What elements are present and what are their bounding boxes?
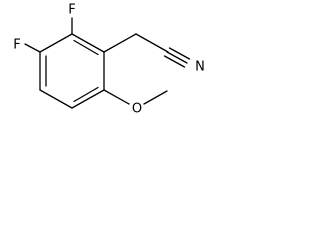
nitrile-bond-3 (163, 55, 186, 68)
ring-double-bond-c1-c2 (73, 39, 99, 56)
bond-c6-f-left (24, 43, 41, 53)
bond-o-ch3 (143, 90, 168, 105)
ring-double-bond-c3-c4 (73, 86, 99, 103)
structure-canvas: F F N O (0, 0, 224, 138)
bond-ch2-cn-carbon (135, 33, 169, 53)
atom-label-nitrogen: N (195, 60, 205, 75)
atom-label-f-left: F (13, 38, 20, 53)
ring-bond-c1-c2 (71, 33, 105, 53)
atom-label-f-top: F (68, 3, 75, 18)
benzene-ring (39, 33, 105, 109)
atom-label-oxygen: O (132, 102, 142, 117)
molecule-diagram: F F N O (13, 3, 205, 117)
nitrile-bond-1 (166, 51, 188, 64)
nitrile-bond-2 (168, 47, 191, 60)
ring-bond-c6-c1 (39, 33, 73, 53)
bond-c2-ch2 (103, 33, 137, 53)
ring-bond-c3-c4 (71, 89, 105, 109)
bond-c3-o (103, 89, 130, 105)
ring-bond-c4-c5 (39, 89, 73, 109)
